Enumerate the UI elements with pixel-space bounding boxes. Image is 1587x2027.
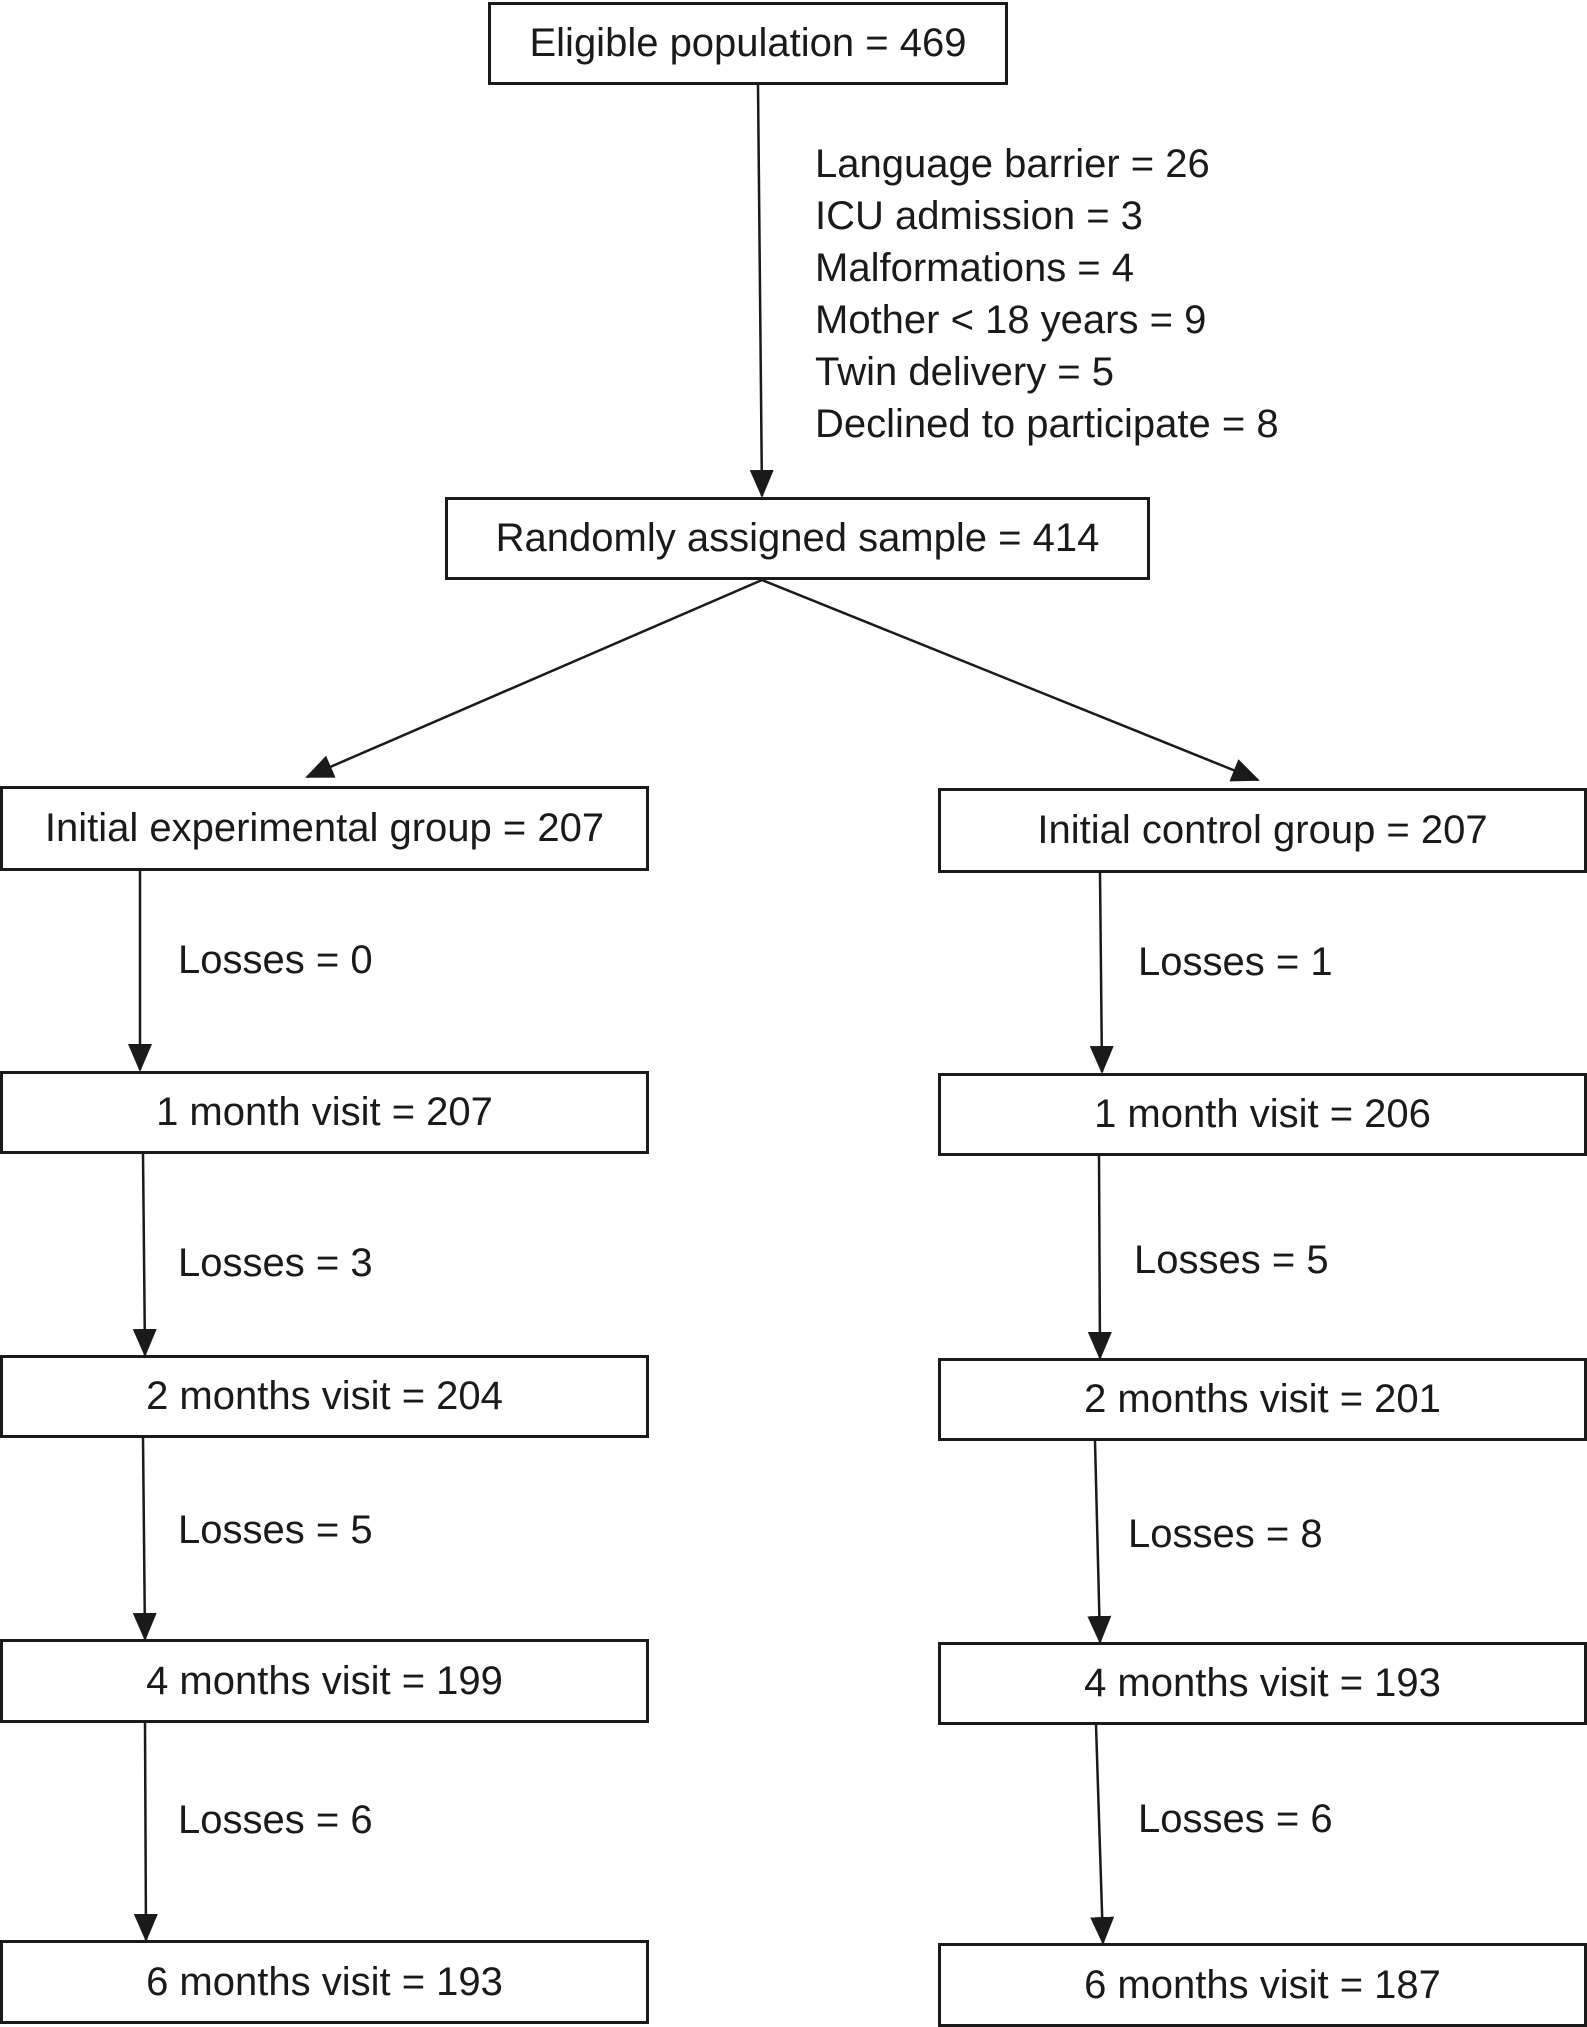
arrow-eligible-to-randomized (749, 84, 774, 498)
randomized-sample-label: Randomly assigned sample = 414 (495, 516, 1100, 560)
experimental-losses-2: Losses = 3 (178, 1241, 373, 1285)
experimental-visit-4m-label: 4 months visit = 199 (146, 1658, 503, 1703)
experimental-losses-4: Losses = 6 (178, 1798, 373, 1842)
arrow-ctl-initial-to-1m (1089, 872, 1114, 1074)
arrow-randomized-to-experimental (305, 578, 763, 779)
experimental-losses-1: Losses = 0 (178, 938, 373, 982)
control-initial-box: Initial control group = 207 (938, 788, 1587, 873)
exclusion-item: ICU admission = 3 (815, 194, 1143, 238)
control-losses-2: Losses = 5 (1134, 1238, 1329, 1282)
arrow-exp-2m-to-4m (132, 1437, 157, 1641)
experimental-visit-1m-label: 1 month visit = 207 (156, 1090, 493, 1134)
exclusion-item: Declined to participate = 8 (815, 402, 1279, 446)
exclusion-item: Malformations = 4 (815, 246, 1135, 290)
arrow-exp-1m-to-2m (132, 1153, 157, 1357)
control-visit-2m-label: 2 months visit = 201 (1084, 1377, 1441, 1421)
arrow-ctl-4m-to-6m (1090, 1724, 1115, 1945)
control-visit-4m-label: 4 months visit = 193 (1084, 1661, 1441, 1705)
experimental-visit-6m-box: 6 months visit = 193 (0, 1940, 649, 2024)
control-losses-4: Losses = 6 (1138, 1797, 1333, 1841)
control-visit-2m-box: 2 months visit = 201 (938, 1358, 1587, 1441)
exclusion-item: Language barrier = 26 (815, 142, 1210, 186)
control-visit-1m-box: 1 month visit = 206 (938, 1073, 1587, 1156)
experimental-visit-4m-box: 4 months visit = 199 (0, 1639, 649, 1723)
experimental-visit-2m-label: 2 months visit = 204 (146, 1374, 503, 1418)
randomized-sample-box: Randomly assigned sample = 414 (445, 497, 1150, 580)
arrow-exp-4m-to-6m (133, 1722, 158, 1942)
control-losses-3: Losses = 8 (1128, 1512, 1323, 1556)
control-visit-6m-box: 6 months visit = 187 (938, 1943, 1587, 2027)
experimental-losses-3: Losses = 5 (178, 1508, 373, 1552)
arrow-ctl-1m-to-2m (1087, 1155, 1112, 1360)
experimental-initial-label: Initial experimental group = 207 (44, 806, 605, 850)
exclusion-item: Mother < 18 years = 9 (815, 298, 1207, 342)
exclusion-item: Twin delivery = 5 (815, 350, 1115, 394)
control-losses-1: Losses = 1 (1138, 940, 1333, 984)
experimental-visit-1m-box: 1 month visit = 207 (0, 1071, 649, 1154)
arrow-randomized-to-control (761, 578, 1260, 782)
experimental-initial-box: Initial experimental group = 207 (0, 786, 649, 871)
eligible-population-label: Eligible population = 469 (529, 21, 967, 65)
control-visit-1m-label: 1 month visit = 206 (1094, 1092, 1431, 1136)
arrow-ctl-2m-to-4m (1087, 1440, 1112, 1644)
control-visit-4m-box: 4 months visit = 193 (938, 1642, 1587, 1725)
experimental-visit-2m-box: 2 months visit = 204 (0, 1355, 649, 1438)
control-initial-label: Initial control group = 207 (1037, 808, 1488, 852)
exclusion-list: Language barrier = 26 ICU admission = 3 … (815, 138, 1279, 450)
control-visit-6m-label: 6 months visit = 187 (1084, 1962, 1441, 2007)
experimental-visit-6m-label: 6 months visit = 193 (146, 1959, 503, 2004)
eligible-population-box: Eligible population = 469 (488, 2, 1008, 85)
